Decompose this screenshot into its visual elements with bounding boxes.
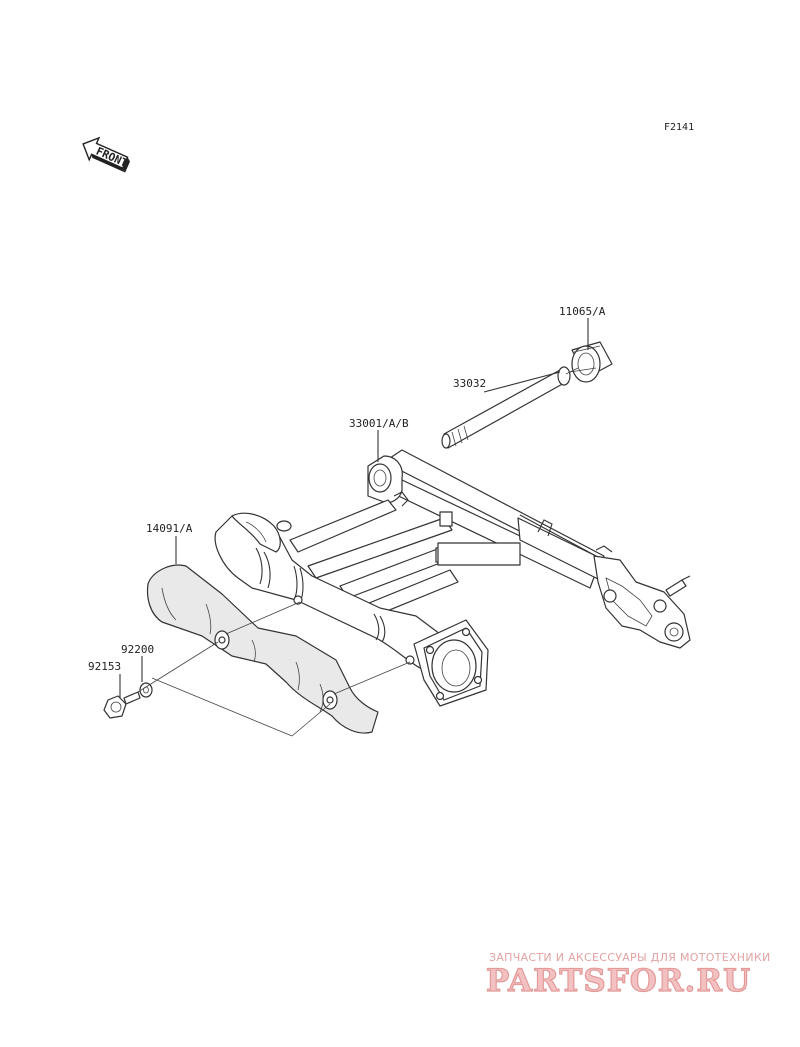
- swingarm-cover: [146, 564, 379, 734]
- part-label-33032: 33032: [453, 377, 486, 390]
- front-arrow-icon: FRONT: [82, 136, 131, 173]
- bolt: [103, 691, 141, 719]
- part-label-92200: 92200: [121, 643, 154, 656]
- drive-shaft-tube: [214, 512, 489, 707]
- part-label-33001-a-b: 33001/A/B: [349, 417, 409, 430]
- part-label-14091-a: 14091/A: [146, 522, 193, 535]
- part-label-11065-a: 11065/A: [559, 305, 606, 318]
- swingarm: [367, 449, 691, 649]
- collar: [569, 341, 613, 383]
- watermark-logo: PARTSFOR.RU: [485, 962, 752, 999]
- frame-crossmembers: [289, 499, 521, 623]
- watermark-tagline: ЗАПЧАСТИ И АКСЕССУАРЫ ДЛЯ МОТОТЕХНИКИ: [489, 951, 771, 964]
- figure-code: F2141: [664, 122, 694, 133]
- leader-lines: [119, 318, 589, 737]
- part-label-92153: 92153: [88, 660, 121, 673]
- pivot-shaft: [441, 366, 571, 449]
